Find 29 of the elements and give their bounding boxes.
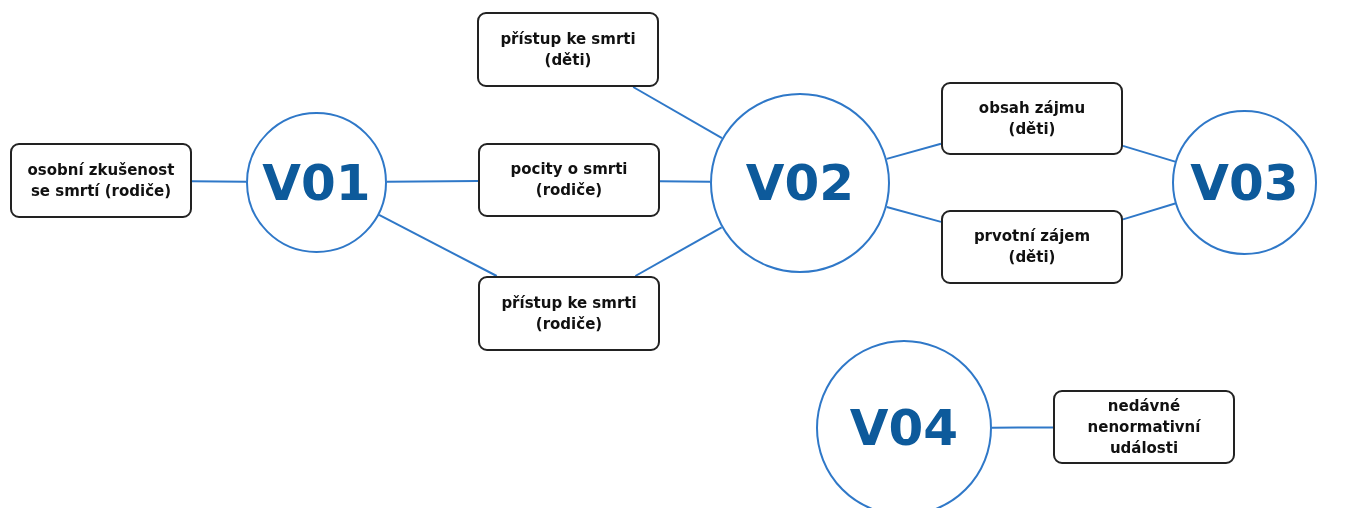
connector-line bbox=[378, 213, 498, 277]
connector-line bbox=[1122, 202, 1177, 221]
node-label: obsah zájmu (děti) bbox=[977, 97, 1087, 140]
node-label: V01 bbox=[262, 153, 371, 212]
connector-line bbox=[659, 180, 711, 183]
connector-line bbox=[386, 179, 479, 183]
node-label: prvotní zájem (děti) bbox=[972, 226, 1092, 268]
connector-line bbox=[1122, 144, 1177, 163]
node-label: přístup ke smrti (děti) bbox=[499, 28, 637, 71]
process-box bbox=[477, 12, 659, 87]
connector-line bbox=[885, 142, 942, 160]
process-box bbox=[10, 143, 192, 218]
node-label: pocity o smrti (rodiče) bbox=[509, 159, 629, 201]
node-label: osobní zkušenost se smrtí (rodiče) bbox=[26, 159, 176, 202]
node-label: V03 bbox=[1190, 153, 1299, 212]
connector-line bbox=[191, 180, 247, 183]
node-label: V02 bbox=[745, 154, 855, 212]
connector-line bbox=[634, 226, 723, 277]
connector-line bbox=[885, 205, 942, 223]
process-box bbox=[478, 276, 660, 351]
connector-line bbox=[632, 86, 723, 140]
node-label: nedávné nenormativní události bbox=[1086, 395, 1202, 459]
process-box bbox=[941, 82, 1123, 155]
process-box bbox=[941, 210, 1123, 284]
process-box bbox=[478, 143, 660, 217]
node-label: V04 bbox=[849, 399, 959, 457]
node-label: přístup ke smrti (rodiče) bbox=[500, 292, 638, 335]
process-box bbox=[1053, 390, 1235, 464]
connector-line bbox=[991, 426, 1054, 429]
